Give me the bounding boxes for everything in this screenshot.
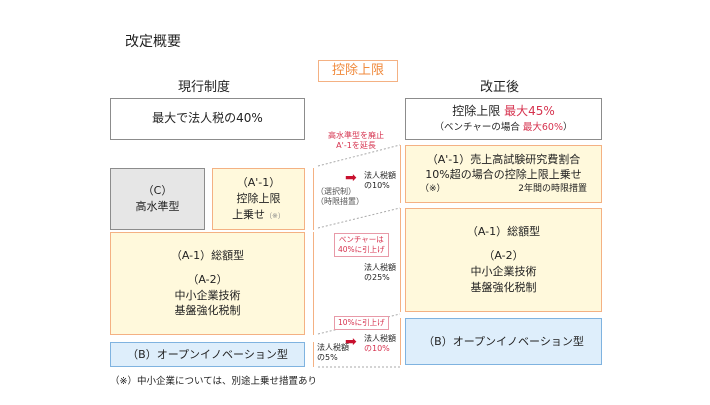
right-header: 改正後 <box>480 80 520 95</box>
venture-label: （ベンチャーの場合 <box>434 121 523 133</box>
dotted-guides <box>317 144 401 368</box>
venture-line2: 40%に引上げ <box>338 244 385 254</box>
a2-line3: 基盤強化税制 <box>174 304 241 318</box>
c-high-level-box: （C） 高水準型 <box>110 168 205 230</box>
a2-line1: （A-2） <box>187 272 228 286</box>
right-top-box: 控除上限 最大45% （ベンチャーの場合 最大60%） <box>405 98 602 140</box>
taxnew-line1: 法人税額 <box>364 334 396 343</box>
ra1p-note: （※） <box>420 184 446 195</box>
ra1p-period: 2年間の時限措置 <box>518 184 587 195</box>
c-line2: 高水準型 <box>135 200 180 213</box>
left-top-box: 最大で法人税の40% <box>110 98 305 140</box>
a1p-line1: （A'-1） <box>236 176 281 190</box>
bracket-a1 <box>313 232 314 335</box>
abolish-line2: A'-1を延長 <box>336 141 376 151</box>
a1p-line3: 上乗せ <box>232 207 266 221</box>
tax25-label: 法人税額の25% <box>364 263 396 284</box>
bracket-a1p <box>313 168 314 230</box>
bracket-b <box>313 342 314 367</box>
center-label: 控除上限 <box>318 60 398 82</box>
ra2-line1: （A-2） <box>483 249 524 263</box>
tax5-line2: の5% <box>317 353 338 363</box>
tax10-label: 法人税額の10% <box>364 171 396 192</box>
cap-label: 控除上限 <box>452 104 505 119</box>
bracket-ra1 <box>400 208 401 312</box>
ra1-line1: （A-1）総額型 <box>466 225 541 239</box>
bracket-rb <box>400 318 401 365</box>
ra2-line2: 中小企業技術 <box>470 265 537 278</box>
a1p-note: （※） <box>265 211 285 220</box>
ra2-line3: 基盤強化税制 <box>470 280 537 294</box>
a1p-line2: 控除上限 <box>236 192 281 206</box>
left-header: 現行制度 <box>178 80 231 95</box>
tax5-label: 法人税額の5% <box>317 343 349 364</box>
left-b-box: （B）オープンイノベーション型 <box>110 342 305 367</box>
ra1p-line1: （A'-1）売上高試験研究費割合 <box>426 152 581 166</box>
venture-value: 最大60% <box>522 121 564 133</box>
tax25-line1: 法人税額 <box>364 263 396 272</box>
arrow-right-icon: ➡ <box>345 170 357 186</box>
a1-line1: （A-1）総額型 <box>170 248 245 262</box>
arrow-right-icon: ➡ <box>345 334 357 350</box>
tax5-line1: 法人税額 <box>317 343 349 352</box>
c-line1: （C） <box>142 184 173 198</box>
right-a1p-box: （A'-1）売上高試験研究費割合 10%超の場合の控除上限上乗せ （※） 2年間の… <box>405 145 602 203</box>
selection-line1: （選択制） <box>316 187 356 196</box>
a2-line2: 中小企業技術 <box>174 288 241 302</box>
title: 改定概要 <box>125 34 181 50</box>
tax10-line2: の10% <box>364 181 390 191</box>
tax25-line2: の25% <box>364 273 390 283</box>
taxnew-line2: の10% <box>364 344 390 354</box>
abolish-line1: 高水準型を廃止 <box>328 131 384 140</box>
selection-line2: （時限措置） <box>316 197 364 207</box>
taxnew-label: 法人税額の10% <box>364 334 396 355</box>
right-a1-box: （A-1）総額型 （A-2） 中小企業技術 基盤強化税制 <box>405 208 602 312</box>
right-b-box: （B）オープンイノベーション型 <box>405 318 602 365</box>
bracket-ra1p <box>400 145 401 203</box>
cap-value: 最大45% <box>504 104 555 119</box>
venture-line1: ベンチャーは <box>338 235 384 244</box>
left-a1-box: （A-1）総額型 （A-2） 中小企業技術 基盤強化税制 <box>110 232 305 335</box>
raise10-callout: 10%に引上げ <box>334 316 389 330</box>
ra1p-line2: 10%超の場合の控除上限上乗せ <box>425 168 582 182</box>
footnote: （※）中小企業については、別途上乗せ措置あり <box>110 376 317 387</box>
tax10-line1: 法人税額 <box>364 171 396 180</box>
left-a1p-box: （A'-1） 控除上限 上乗せ（※） <box>212 168 305 230</box>
venture-end: ） <box>563 121 573 133</box>
selection-note: （選択制）（時限措置） <box>316 187 364 208</box>
